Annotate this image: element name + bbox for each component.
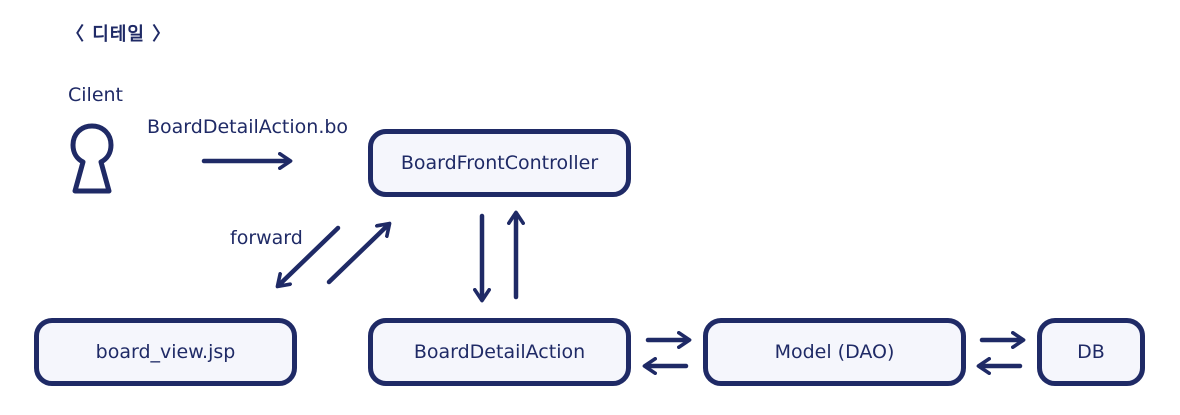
front-controller-box: BoardFrontController — [368, 129, 631, 197]
detail-action-label: BoardDetailAction — [413, 341, 586, 363]
keyhole-user-icon — [70, 123, 114, 194]
client-label: Cilent — [68, 84, 124, 106]
db-label: DB — [1077, 341, 1105, 363]
request-label: BoardDetailAction.bo — [147, 116, 349, 138]
forward-return-arrow — [326, 221, 392, 285]
board-view-label: board_view.jsp — [95, 341, 236, 363]
board-view-box: board_view.jsp — [34, 318, 297, 386]
model-dao-box: Model (DAO) — [703, 318, 966, 386]
detail-action-box: BoardDetailAction — [368, 318, 631, 386]
diagram-title: 〈 디테일 〉 — [66, 24, 172, 45]
forward-arrow — [275, 225, 341, 289]
db-box: DB — [1037, 318, 1145, 386]
model-dao-label: Model (DAO) — [774, 341, 895, 363]
front-controller-label: BoardFrontController — [400, 152, 599, 174]
forward-label: forward — [230, 227, 303, 249]
